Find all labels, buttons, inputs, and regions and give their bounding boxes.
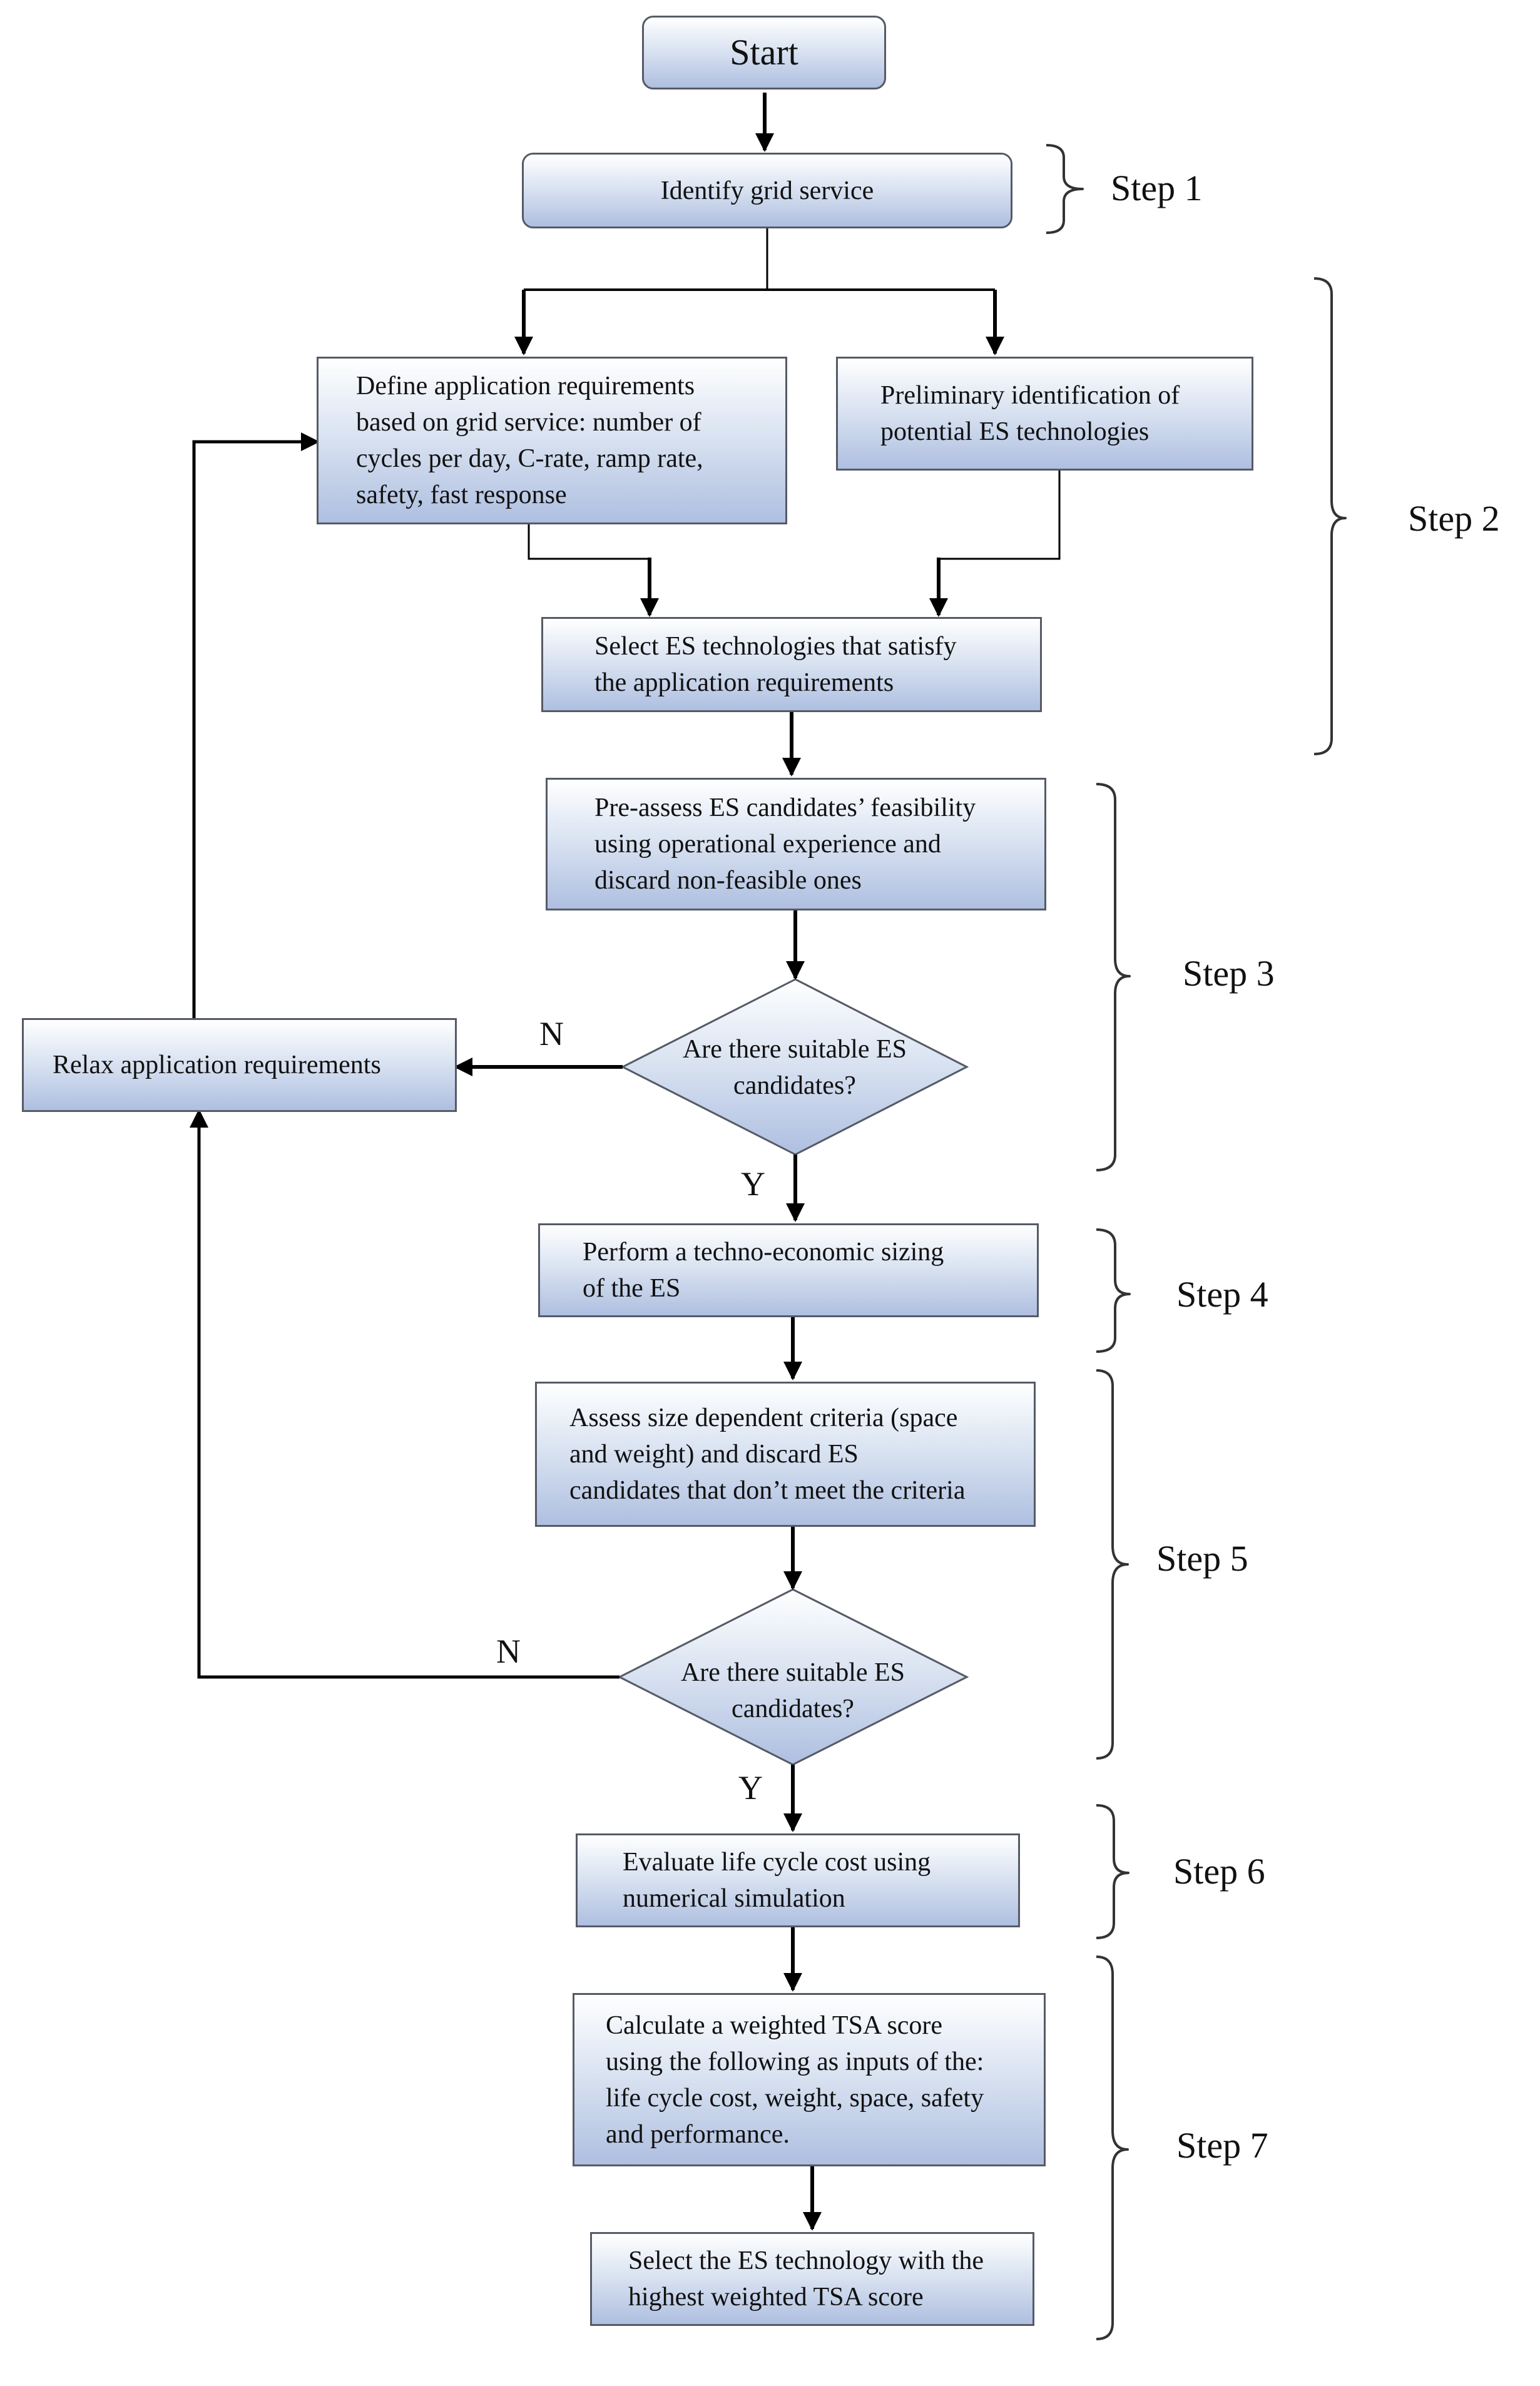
final-line-1: Select the ES technology with the [628, 2246, 984, 2275]
final-line-2: highest weighted TSA score [628, 2283, 924, 2312]
decision-1-line-1: Are there suitable ES [682, 1035, 907, 1064]
tsa-line-1: Calculate a weighted TSA score [606, 2011, 943, 2040]
pre-assess-line-1: Pre-assess ES candidates’ feasibility [594, 793, 976, 822]
step-4-label: Step 4 [1176, 1274, 1268, 1315]
sizing-line-1: Perform a techno-economic sizing [583, 1238, 944, 1267]
sizing-line-2: of the ES [583, 1274, 681, 1303]
identify-grid-service-node: Identify grid service [522, 153, 1012, 228]
decision-2-text: Are there suitable ES candidates? [636, 1654, 949, 1727]
preliminary-identification-node: Preliminary identification of potential … [836, 357, 1253, 471]
tsa-line-2: using the following as inputs of the: [606, 2047, 984, 2076]
step-5-label: Step 5 [1156, 1538, 1248, 1579]
assess-line-2: and weight) and discard ES [569, 1440, 859, 1469]
step-1-label: Step 1 [1111, 168, 1203, 208]
step-3-label: Step 3 [1183, 953, 1275, 994]
step-7-label: Step 7 [1176, 2125, 1268, 2166]
step-3-brace [1096, 783, 1131, 1171]
step-1-brace [1046, 144, 1084, 234]
identify-label: Identify grid service [660, 176, 874, 205]
start-node: Start [642, 16, 886, 89]
weighted-tsa-score-node: Calculate a weighted TSA score using the… [573, 1993, 1046, 2166]
life-cycle-cost-node: Evaluate life cycle cost using numerical… [576, 1833, 1020, 1927]
assess-line-3: candidates that don’t meet the criteria [569, 1476, 966, 1505]
define-line-3: cycles per day, C-rate, ramp rate, [356, 444, 703, 473]
select-es-technologies-node: Select ES technologies that satisfy the … [541, 617, 1042, 712]
edge-decision2-relax [190, 1109, 620, 1679]
step-6-label: Step 6 [1173, 1851, 1265, 1892]
select-es-line-2: the application requirements [594, 668, 894, 697]
step-6-brace [1096, 1804, 1130, 1939]
decision-2-no-label: N [496, 1633, 521, 1670]
step-7-brace [1096, 1955, 1129, 2340]
techno-economic-sizing-node: Perform a techno-economic sizing of the … [538, 1223, 1039, 1317]
decision-2-line-2: candidates? [732, 1695, 854, 1723]
pre-assess-line-2: using operational experience and [594, 830, 941, 859]
relax-requirements-node: Relax application requirements [22, 1018, 457, 1112]
decision-1-line-2: candidates? [733, 1071, 856, 1100]
step-4-brace [1096, 1228, 1131, 1353]
step-5-brace [1096, 1369, 1129, 1760]
lcc-line-1: Evaluate life cycle cost using [623, 1848, 931, 1877]
relax-label: Relax application requirements [53, 1051, 381, 1079]
select-final-technology-node: Select the ES technology with the highes… [590, 2232, 1034, 2326]
decision-1-yes-label: Y [741, 1165, 765, 1203]
assess-size-criteria-node: Assess size dependent criteria (space an… [535, 1382, 1036, 1527]
step-2-brace [1313, 277, 1347, 755]
define-line-2: based on grid service: number of [356, 408, 701, 437]
preliminary-line-1: Preliminary identification of [880, 381, 1180, 410]
select-es-line-1: Select ES technologies that satisfy [594, 632, 957, 661]
preliminary-line-2: potential ES technologies [880, 417, 1150, 446]
tsa-line-4: and performance. [606, 2119, 790, 2149]
edge-preliminary-select [939, 471, 1061, 560]
decision-2-line-1: Are there suitable ES [680, 1658, 905, 1687]
lcc-line-2: numerical simulation [623, 1884, 845, 1913]
define-line-1: Define application requirements [356, 372, 695, 400]
decision-1-no-label: N [539, 1015, 564, 1053]
pre-assess-line-3: discard non-feasible ones [594, 866, 862, 895]
decision-2-yes-label: Y [738, 1769, 763, 1807]
tsa-line-3: life cycle cost, weight, space, safety [606, 2083, 984, 2113]
define-line-4: safety, fast response [356, 481, 567, 509]
start-label: Start [730, 32, 798, 73]
decision-1-text: Are there suitable ES candidates? [638, 1031, 951, 1104]
pre-assess-node: Pre-assess ES candidates’ feasibility us… [546, 778, 1046, 910]
edge-define-select [528, 524, 650, 560]
step-2-label: Step 2 [1408, 498, 1500, 539]
edge-relax-define [192, 432, 320, 1018]
assess-line-1: Assess size dependent criteria (space [569, 1404, 958, 1432]
define-requirements-node: Define application requirements based on… [317, 357, 787, 524]
